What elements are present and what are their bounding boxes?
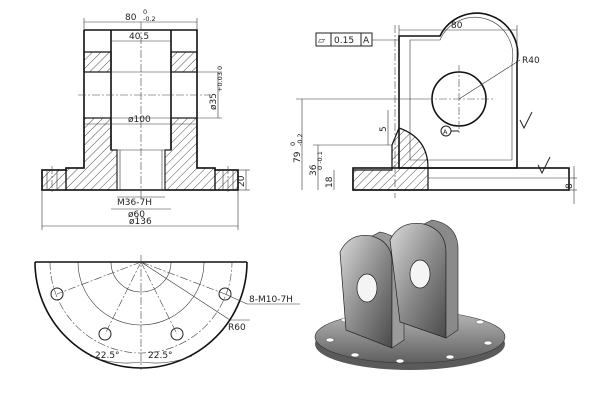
side-lug-front: [409, 17, 514, 161]
dim-side-flange: 8: [565, 183, 575, 189]
dim-gusset: 5: [379, 126, 389, 132]
dim-top-tol-upper: 0: [143, 8, 147, 16]
angle-arc-left: [89, 355, 142, 364]
right-body-section: [164, 117, 216, 191]
dim-side-bore: ø35: [209, 93, 219, 110]
iso-hole-5: [483, 340, 493, 346]
left-upper-wall-section: [83, 51, 112, 73]
gusset-section: [352, 127, 429, 191]
ray-hole-2: [104, 261, 142, 335]
iso-hole-4: [445, 354, 455, 360]
dim-flange-thickness: 20: [237, 175, 247, 187]
side-body-outline: [398, 12, 519, 169]
dim-side-width: 80: [451, 21, 463, 31]
surface-finish-mark-2: [537, 156, 551, 175]
right-upper-wall-section: [170, 51, 198, 73]
ray-hole-3: [140, 261, 178, 335]
side-view: ⏥ 0.15 A R40 A 80 79 0 -0.2 36: [289, 12, 577, 204]
left-flange-section: [41, 169, 67, 191]
dim-side-bore-tol: +0.03 0: [216, 66, 224, 92]
dim-height-tol-upper: 0: [289, 142, 297, 146]
ray-hole-4: [140, 261, 226, 295]
iso-hole-2: [350, 352, 360, 358]
dim-top-tol-lower: -0.2: [143, 15, 156, 23]
surface-finish-mark-1: [519, 111, 533, 130]
front-section-view: 80 0 -0.2 40.5 ø100 ø35 +0.03 0 M36-7H ø…: [41, 8, 250, 230]
dim-top-width: 80: [125, 13, 137, 23]
bottom-half-view: 22.5° 22.5° 8-M10-7H R60: [34, 255, 300, 370]
dim-radius-leader: [458, 59, 521, 100]
dim-lower-height-tol: 0 -0.1: [316, 151, 324, 170]
datum-label: A: [443, 128, 448, 136]
right-flange-section: [214, 169, 239, 191]
dim-hub-diameter: ø100: [128, 115, 151, 125]
angle-right: 22.5°: [148, 351, 173, 361]
dim-depth: 18: [325, 176, 335, 188]
flatness-value: 0.15: [334, 36, 354, 46]
dim-lower-height: 36: [309, 164, 319, 176]
bolt-hole-4: [218, 287, 232, 301]
dim-radius: R40: [522, 56, 540, 66]
r60-leader: [140, 261, 231, 321]
angle-arc-right: [140, 355, 193, 364]
flatness-datum: A: [363, 36, 370, 46]
dim-height: 79: [293, 151, 303, 163]
iso-lug-hole-right: [409, 259, 431, 289]
holes-callout: 8-M10-7H: [249, 295, 293, 305]
bolt-hole-1: [50, 287, 64, 301]
holes-leader: [224, 293, 248, 305]
dim-flange-diameter: ø136: [129, 217, 152, 227]
iso-lug-hole-left: [356, 273, 378, 303]
bolt-hole-3: [170, 327, 184, 341]
iso-lug-right-side: [423, 219, 459, 339]
ray-hole-1: [56, 261, 142, 295]
flatness-frame: [315, 32, 373, 47]
bolt-radius: R60: [228, 323, 246, 333]
bolt-hole-2: [98, 327, 112, 341]
left-body-section: [65, 117, 118, 191]
iso-hole-3: [395, 358, 405, 364]
dim-height-tol-lower: -0.2: [296, 133, 304, 146]
iso-hole-6: [475, 319, 485, 325]
flatness-symbol: ⏥: [318, 36, 325, 46]
side-flange: [352, 167, 570, 191]
dim-bore-width: 40.5: [129, 32, 149, 42]
dim-inner-diameter: ø60: [128, 210, 145, 220]
iso-hole-1: [325, 337, 335, 343]
dim-thread: M36-7H: [117, 198, 152, 208]
angle-left: 22.5°: [95, 351, 120, 361]
isometric-render: [314, 219, 506, 370]
bore-arc: [110, 261, 172, 293]
